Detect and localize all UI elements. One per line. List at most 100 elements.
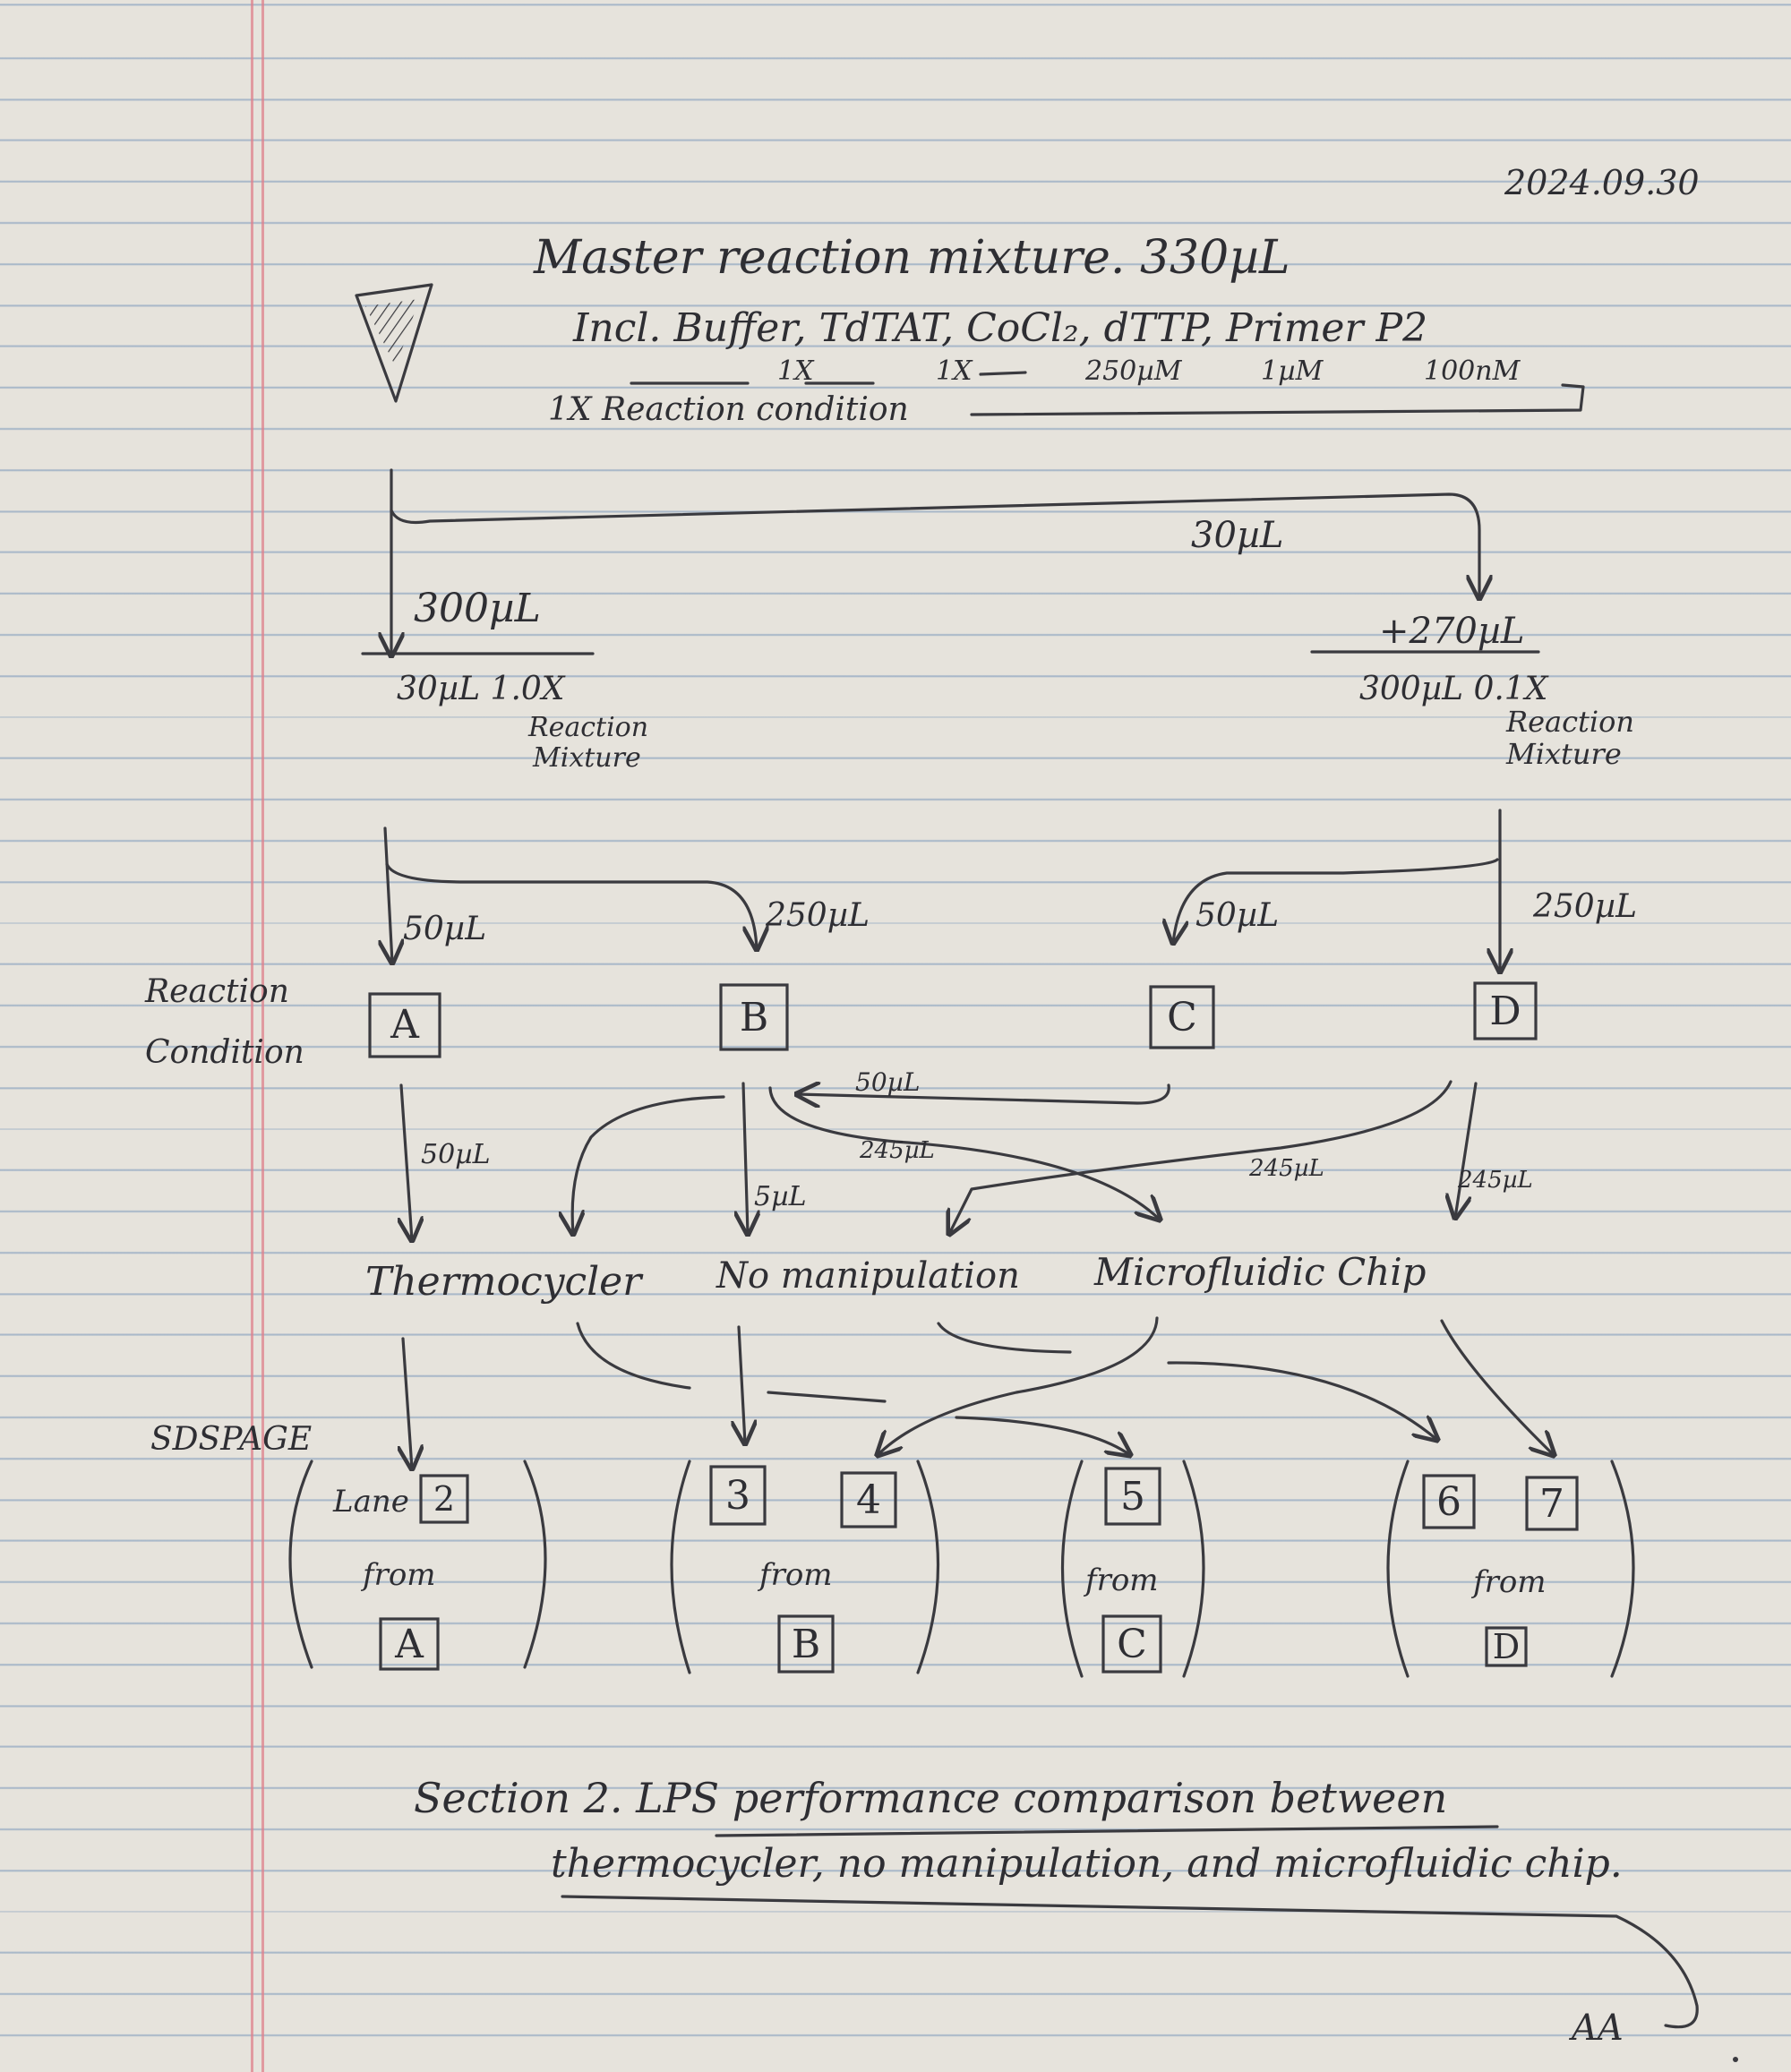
arrow-D-nomanip: [949, 1080, 1453, 1234]
paren-right: [1182, 1460, 1205, 1678]
lane-7: 7: [1539, 1480, 1564, 1527]
lane-2-box: [419, 1474, 469, 1524]
conc-line: [979, 371, 1027, 376]
vol-to-A: 50µL: [403, 911, 487, 947]
paren-left: [670, 1460, 691, 1674]
lane-source-A: A: [395, 1621, 424, 1667]
method-no-manipulation: No manipulation: [716, 1255, 1020, 1297]
wire-thermo: [576, 1322, 691, 1390]
lane-4: 4: [856, 1477, 881, 1523]
left-result-desc-1: Reaction: [528, 712, 649, 743]
lane-3: 3: [725, 1472, 750, 1519]
conc-tdt: 1X: [936, 355, 973, 387]
lane-3-box: [709, 1465, 767, 1526]
arrow-lane6: [1167, 1361, 1437, 1440]
conc-cocl2: 250µM: [1085, 355, 1182, 387]
conc-dttp: 1µM: [1261, 355, 1324, 387]
arrow-nomanip-lane3: [739, 1325, 745, 1443]
from-word: from: [1085, 1563, 1159, 1598]
transfer-B-chip: 245µL: [860, 1137, 935, 1164]
arrow-A-thermo: [401, 1083, 412, 1240]
paren-right: [916, 1460, 940, 1674]
transfer-C-B: 50µL: [855, 1067, 921, 1097]
arrow-B-chip: [768, 1086, 1160, 1220]
from-word: from: [1473, 1564, 1547, 1600]
ink-dot: [1733, 2057, 1738, 2062]
split-right-volume: 30µL: [1191, 515, 1284, 556]
lane-source-B: B: [791, 1621, 821, 1667]
lane-word: Lane: [333, 1484, 409, 1520]
lane-6-box: [1422, 1474, 1476, 1529]
vol-to-D: 250µL: [1533, 888, 1638, 925]
arrow-to-B: [385, 862, 757, 949]
from-word: from: [759, 1557, 833, 1593]
method-thermocycler: Thermocycler: [365, 1259, 642, 1305]
box-D: [1473, 981, 1538, 1040]
lane-C-box: [1101, 1614, 1162, 1674]
conc-buffer: 1X: [777, 355, 814, 387]
margin-line: [251, 0, 253, 2072]
right-result-desc-1: Reaction: [1506, 705, 1634, 739]
condition-bracket: [970, 383, 1585, 416]
paren-right: [1610, 1460, 1635, 1678]
row-label-condition: Condition: [145, 1034, 304, 1071]
condition-A: A: [390, 1001, 419, 1048]
arrow-chip-lane4: [878, 1316, 1159, 1455]
condition-D: D: [1489, 988, 1521, 1034]
box-A: [368, 992, 441, 1058]
lane-source-D: D: [1492, 1627, 1521, 1666]
margin-line: [261, 0, 264, 2072]
from-word: from: [363, 1557, 436, 1593]
paren-left: [288, 1460, 313, 1669]
lane-2: 2: [433, 1479, 456, 1519]
transfer-D-chip: 245µL: [1458, 1167, 1533, 1194]
section-underline-curve: [561, 1895, 1699, 2029]
right-result: 300µL 0.1X: [1359, 671, 1548, 707]
lane-B-box: [777, 1614, 835, 1674]
tube-icon: [355, 283, 433, 403]
lane-D-box: [1485, 1626, 1528, 1667]
box-B: [719, 983, 789, 1051]
components-line: Incl. Buffer, TdTAT, CoCl₂, dTTP, Primer…: [573, 305, 1428, 351]
method-microfluidic-chip: Microfluidic Chip: [1094, 1250, 1427, 1294]
arrow-C-B: [797, 1085, 1170, 1103]
arrow-thermo-lane2: [403, 1337, 412, 1468]
transfer-B-nomanip: 5µL: [754, 1181, 807, 1212]
right-result-desc-2: Mixture: [1506, 737, 1622, 771]
lane-5-box: [1104, 1467, 1161, 1526]
vol-to-C: 50µL: [1195, 897, 1280, 934]
section-underline: [715, 1825, 1499, 1837]
paren-left: [1386, 1460, 1410, 1678]
paren-left: [1060, 1460, 1084, 1678]
row-label-reaction: Reaction: [145, 973, 289, 1010]
split-right-added: +270µL: [1379, 611, 1525, 652]
box-C: [1149, 985, 1215, 1049]
wire-thermo-b: [767, 1391, 887, 1403]
arrow-to-A: [385, 826, 392, 963]
section-note-line2: thermocycler, no manipulation, and micro…: [551, 1841, 1623, 1887]
vol-to-B: 250µL: [766, 897, 870, 934]
arrow-B-nomanip: [743, 1082, 748, 1234]
lane-source-C: C: [1117, 1621, 1147, 1667]
left-result-desc-2: Mixture: [533, 742, 641, 774]
split-left-volume: 300µL: [414, 586, 541, 631]
signature: AA: [1572, 2008, 1624, 2049]
arrow-lane5: [955, 1416, 1130, 1455]
lane-5: 5: [1120, 1473, 1145, 1520]
transfer-A-thermo: 50µL: [421, 1139, 491, 1170]
arrow-lane7: [1440, 1319, 1554, 1455]
condition-C: C: [1167, 994, 1197, 1040]
arrow-30ul: [390, 492, 1479, 598]
wire-nomanip: [937, 1322, 1072, 1354]
date: 2024.09.30: [1504, 163, 1700, 202]
master-mixture-title: Master reaction mixture. 330µL: [534, 231, 1290, 285]
arrow-to-C: [1173, 858, 1499, 943]
conc-primer: 100nM: [1424, 355, 1521, 387]
transfer-D-nomanip: 245µL: [1249, 1155, 1324, 1182]
left-result: 30µL 1.0X: [397, 671, 565, 707]
paren-right: [523, 1460, 547, 1669]
arrow-D-chip: [1455, 1082, 1478, 1218]
section-note-line1: Section 2. LPS performance comparison be…: [414, 1774, 1448, 1822]
